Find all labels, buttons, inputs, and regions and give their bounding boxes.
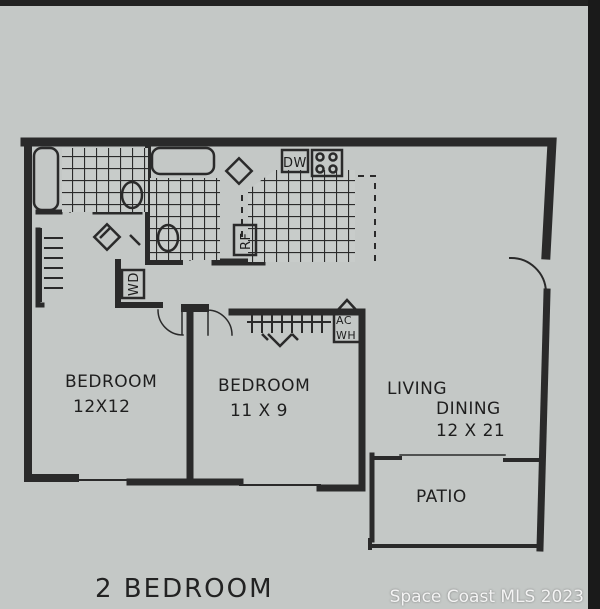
- interior-wall: [115, 259, 163, 308]
- stove: [310, 148, 344, 178]
- bathtub2: [150, 146, 216, 176]
- windows: [74, 479, 541, 547]
- toilet2: [156, 223, 180, 253]
- counter-outline: [241, 175, 376, 265]
- wh-label: WH: [336, 329, 356, 342]
- refrigerator: [232, 223, 258, 257]
- closet-shelving: [44, 237, 63, 289]
- ac-label: AC: [336, 314, 352, 327]
- closet-shelving: [247, 315, 331, 333]
- refrigerator-label: RF: [239, 232, 254, 250]
- bedroom2-name: BEDROOM: [218, 376, 310, 396]
- photo-right-edge: [588, 0, 600, 609]
- living-size: 12 X 21: [436, 421, 505, 441]
- dining-name: DINING: [436, 399, 501, 419]
- living-name: LIVING: [387, 379, 447, 399]
- bedroom1-door: [157, 309, 184, 336]
- washer-dryer: [120, 268, 146, 300]
- exterior-wall-bottom: [126, 478, 366, 492]
- toilet1: [120, 180, 144, 210]
- entry-door: [508, 256, 548, 294]
- photo-top-edge: [0, 0, 600, 6]
- ac-wh-closet: [332, 310, 362, 344]
- bedroom1-name: BEDROOM: [65, 372, 157, 392]
- dishwasher-label: DW: [283, 156, 307, 171]
- kitchen-sink: [224, 156, 254, 186]
- watermark: Space Coast MLS 2023: [389, 587, 584, 607]
- dishwasher: [280, 148, 310, 174]
- bedroom1-size: 12X12: [73, 397, 130, 417]
- bedroom2-door: [207, 309, 233, 336]
- plan-title: 2 BEDROOM: [95, 574, 274, 604]
- kitchen-tile: [248, 170, 355, 262]
- bathtub1: [32, 146, 60, 212]
- washer-dryer-label: WD: [127, 272, 142, 296]
- bedroom2-size: 11 X 9: [230, 401, 288, 421]
- sink1: [92, 222, 122, 252]
- exterior-wall-left: [24, 138, 79, 482]
- exterior-wall-right: [536, 288, 551, 552]
- bath1-tile: [62, 148, 148, 212]
- interior-wall: [370, 456, 542, 462]
- patio-name: PATIO: [416, 487, 467, 507]
- exterior-wall: [20, 137, 557, 260]
